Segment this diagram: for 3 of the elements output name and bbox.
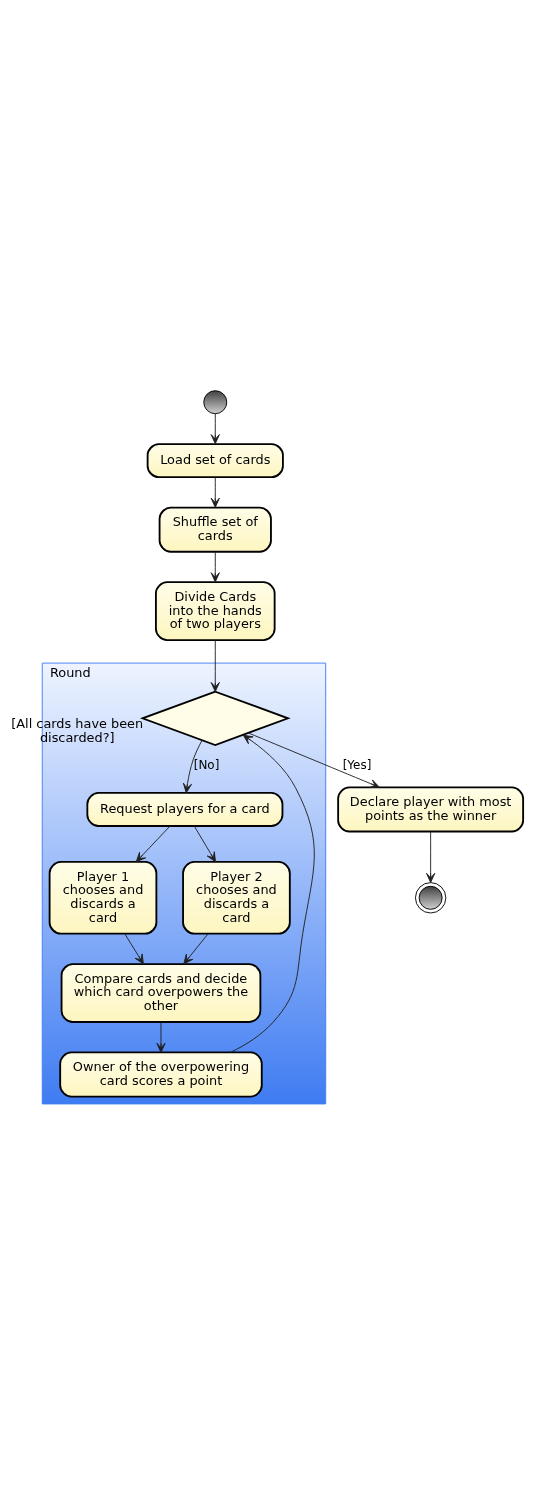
edge-label: [No] (193, 757, 220, 772)
edge-label: [Yes] (342, 757, 372, 772)
node-label: [All cards have been discarded?] (11, 715, 144, 745)
